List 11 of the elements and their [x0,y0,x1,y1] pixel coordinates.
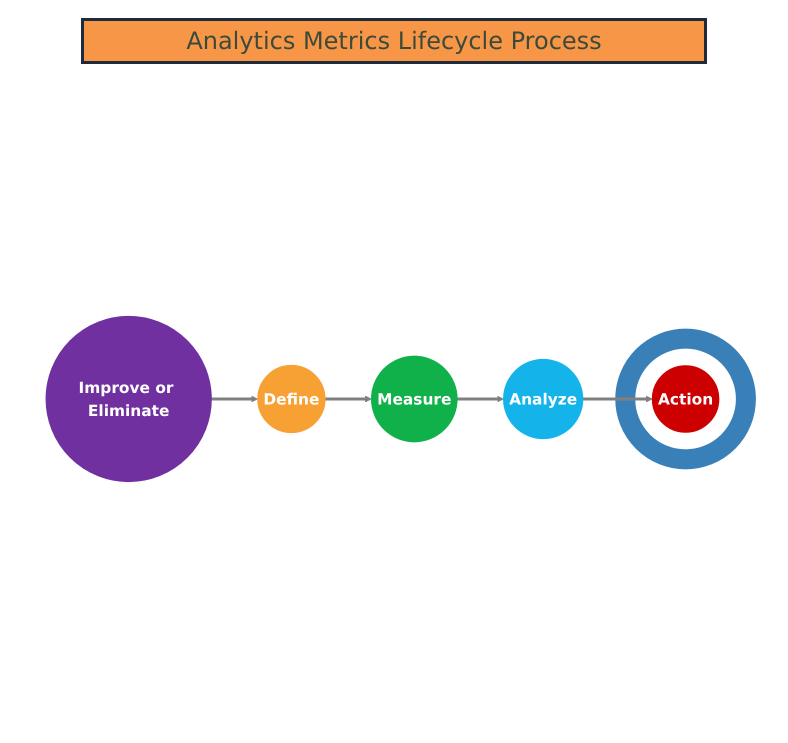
arrow [457,396,504,402]
title-banner: Analytics Metrics Lifecycle Process [81,18,707,64]
arrow [325,396,372,402]
node-circle: Action [652,365,720,433]
node-circle: Improve or Eliminate [46,316,212,482]
node-circle: Analyze [503,358,584,440]
node-circle: Measure [370,356,458,442]
arrow [211,396,258,402]
node-circle: Define [257,364,326,434]
arrow [582,396,652,402]
cluster [615,328,756,470]
